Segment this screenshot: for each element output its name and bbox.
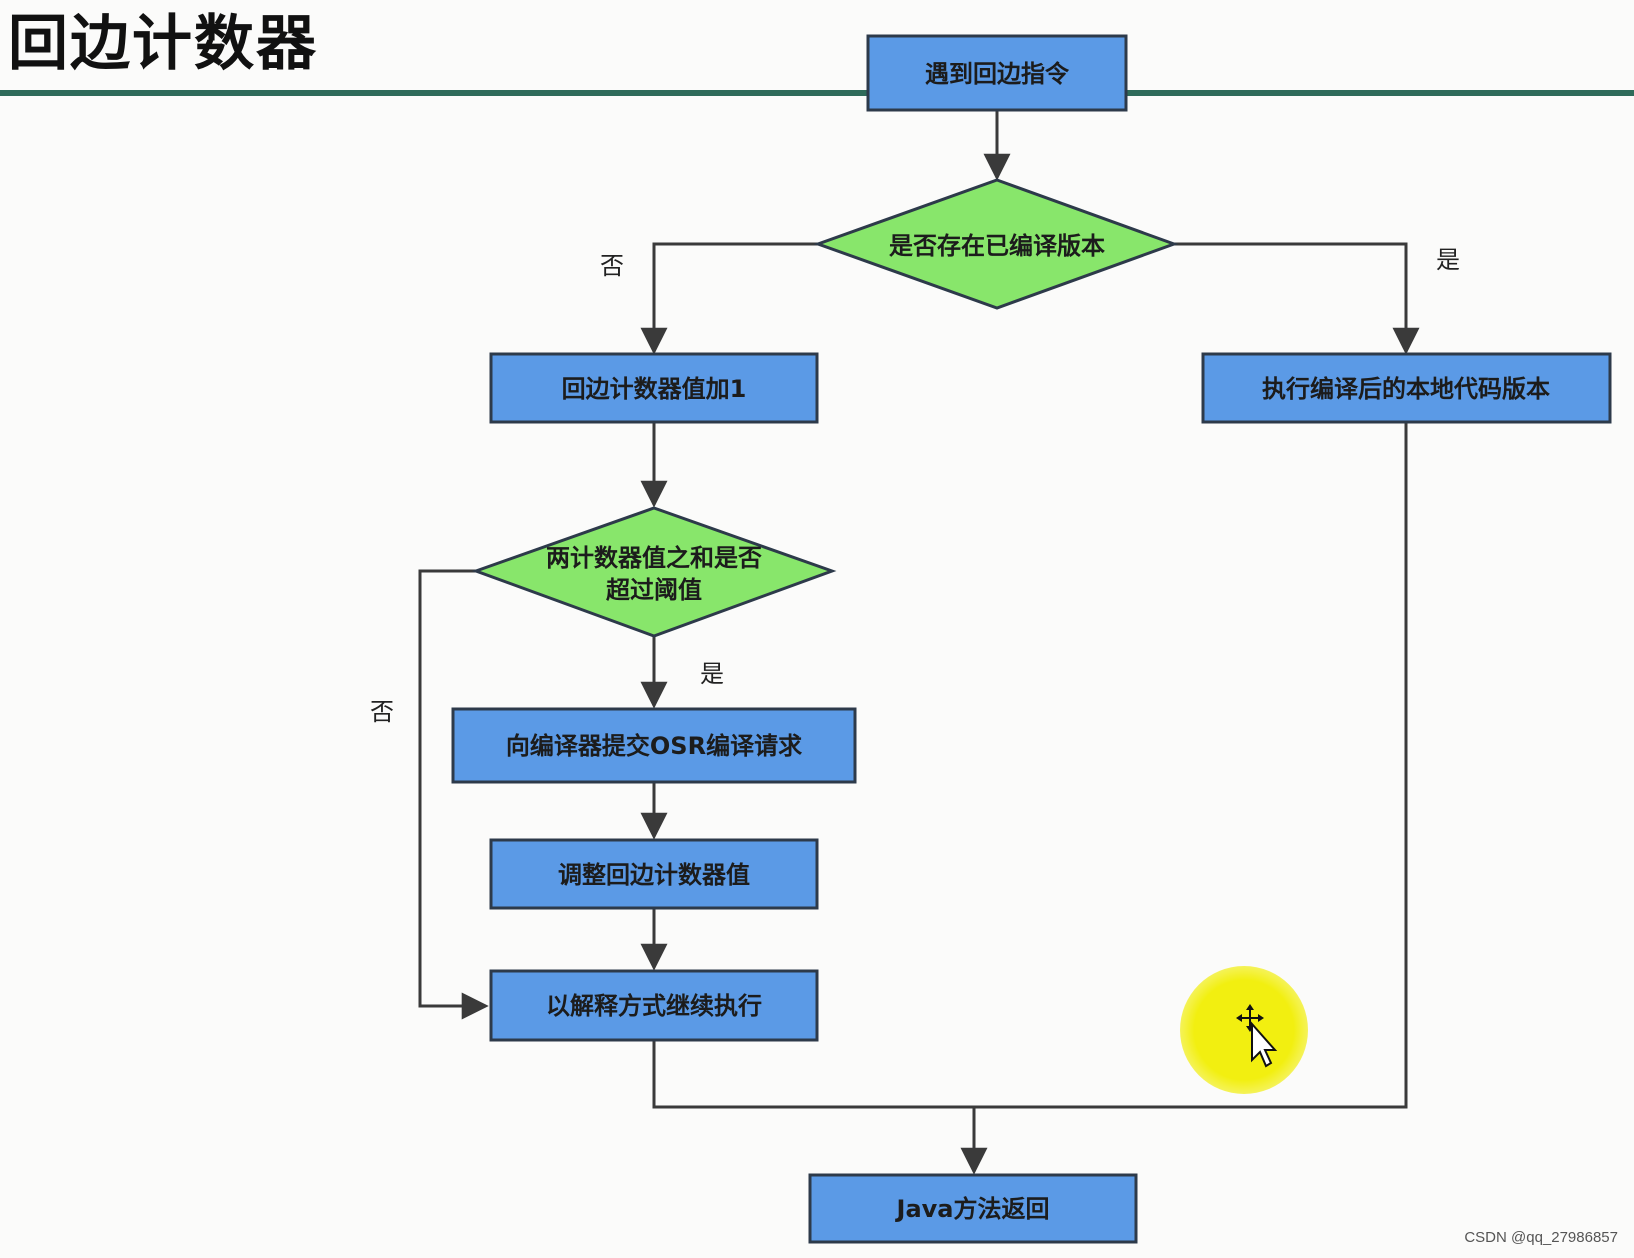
cursor-highlight	[1180, 966, 1308, 1094]
edge-decision-yes	[1174, 242, 1420, 355]
node-decision-threshold: 两计数器值之和是否 超过阈值	[471, 506, 837, 638]
node-decision-compiled-label: 是否存在已编译版本	[889, 232, 1105, 260]
node-execute-native: 执行编译后的本地代码版本	[1201, 352, 1612, 424]
edge-interpret-to-join	[652, 1040, 974, 1109]
edge-decision-no	[640, 242, 818, 355]
node-start: 遇到回边指令	[866, 34, 1128, 112]
node-interpret-label: 以解释方式继续执行	[546, 992, 762, 1020]
connectors	[418, 109, 1420, 1175]
edge-label-threshold-no: 否	[370, 698, 394, 726]
node-adjust-label: 调整回边计数器值	[558, 861, 750, 889]
edge-native-to-join	[974, 422, 1408, 1109]
node-decision-compiled: 是否存在已编译版本	[813, 178, 1179, 310]
node-increment: 回边计数器值加1	[489, 352, 819, 424]
edge-label-compiled-no: 否	[600, 252, 624, 280]
node-interpret: 以解释方式继续执行	[489, 969, 819, 1042]
node-decision-threshold-line1: 两计数器值之和是否	[546, 544, 762, 572]
node-start-label: 遇到回边指令	[925, 60, 1070, 88]
node-return: Java方法返回	[808, 1173, 1138, 1244]
edge-label-threshold-yes: 是	[700, 660, 724, 688]
page-title: 回边计数器	[8, 9, 318, 79]
title-divider	[0, 90, 1634, 96]
node-return-label: Java方法返回	[895, 1195, 1050, 1223]
edge-threshold-no	[418, 569, 489, 1020]
node-submit-osr-label: 向编译器提交OSR编译请求	[506, 732, 802, 760]
watermark: CSDN @qq_27986857	[1464, 1229, 1618, 1246]
node-adjust: 调整回边计数器值	[489, 838, 819, 910]
move-cursor-icon	[1236, 1004, 1278, 1068]
edge-label-compiled-yes: 是	[1436, 246, 1460, 274]
node-decision-threshold-line2: 超过阈值	[606, 576, 702, 604]
node-execute-native-label: 执行编译后的本地代码版本	[1262, 375, 1550, 403]
node-submit-osr: 向编译器提交OSR编译请求	[451, 707, 857, 784]
node-increment-label: 回边计数器值加1	[562, 375, 747, 403]
